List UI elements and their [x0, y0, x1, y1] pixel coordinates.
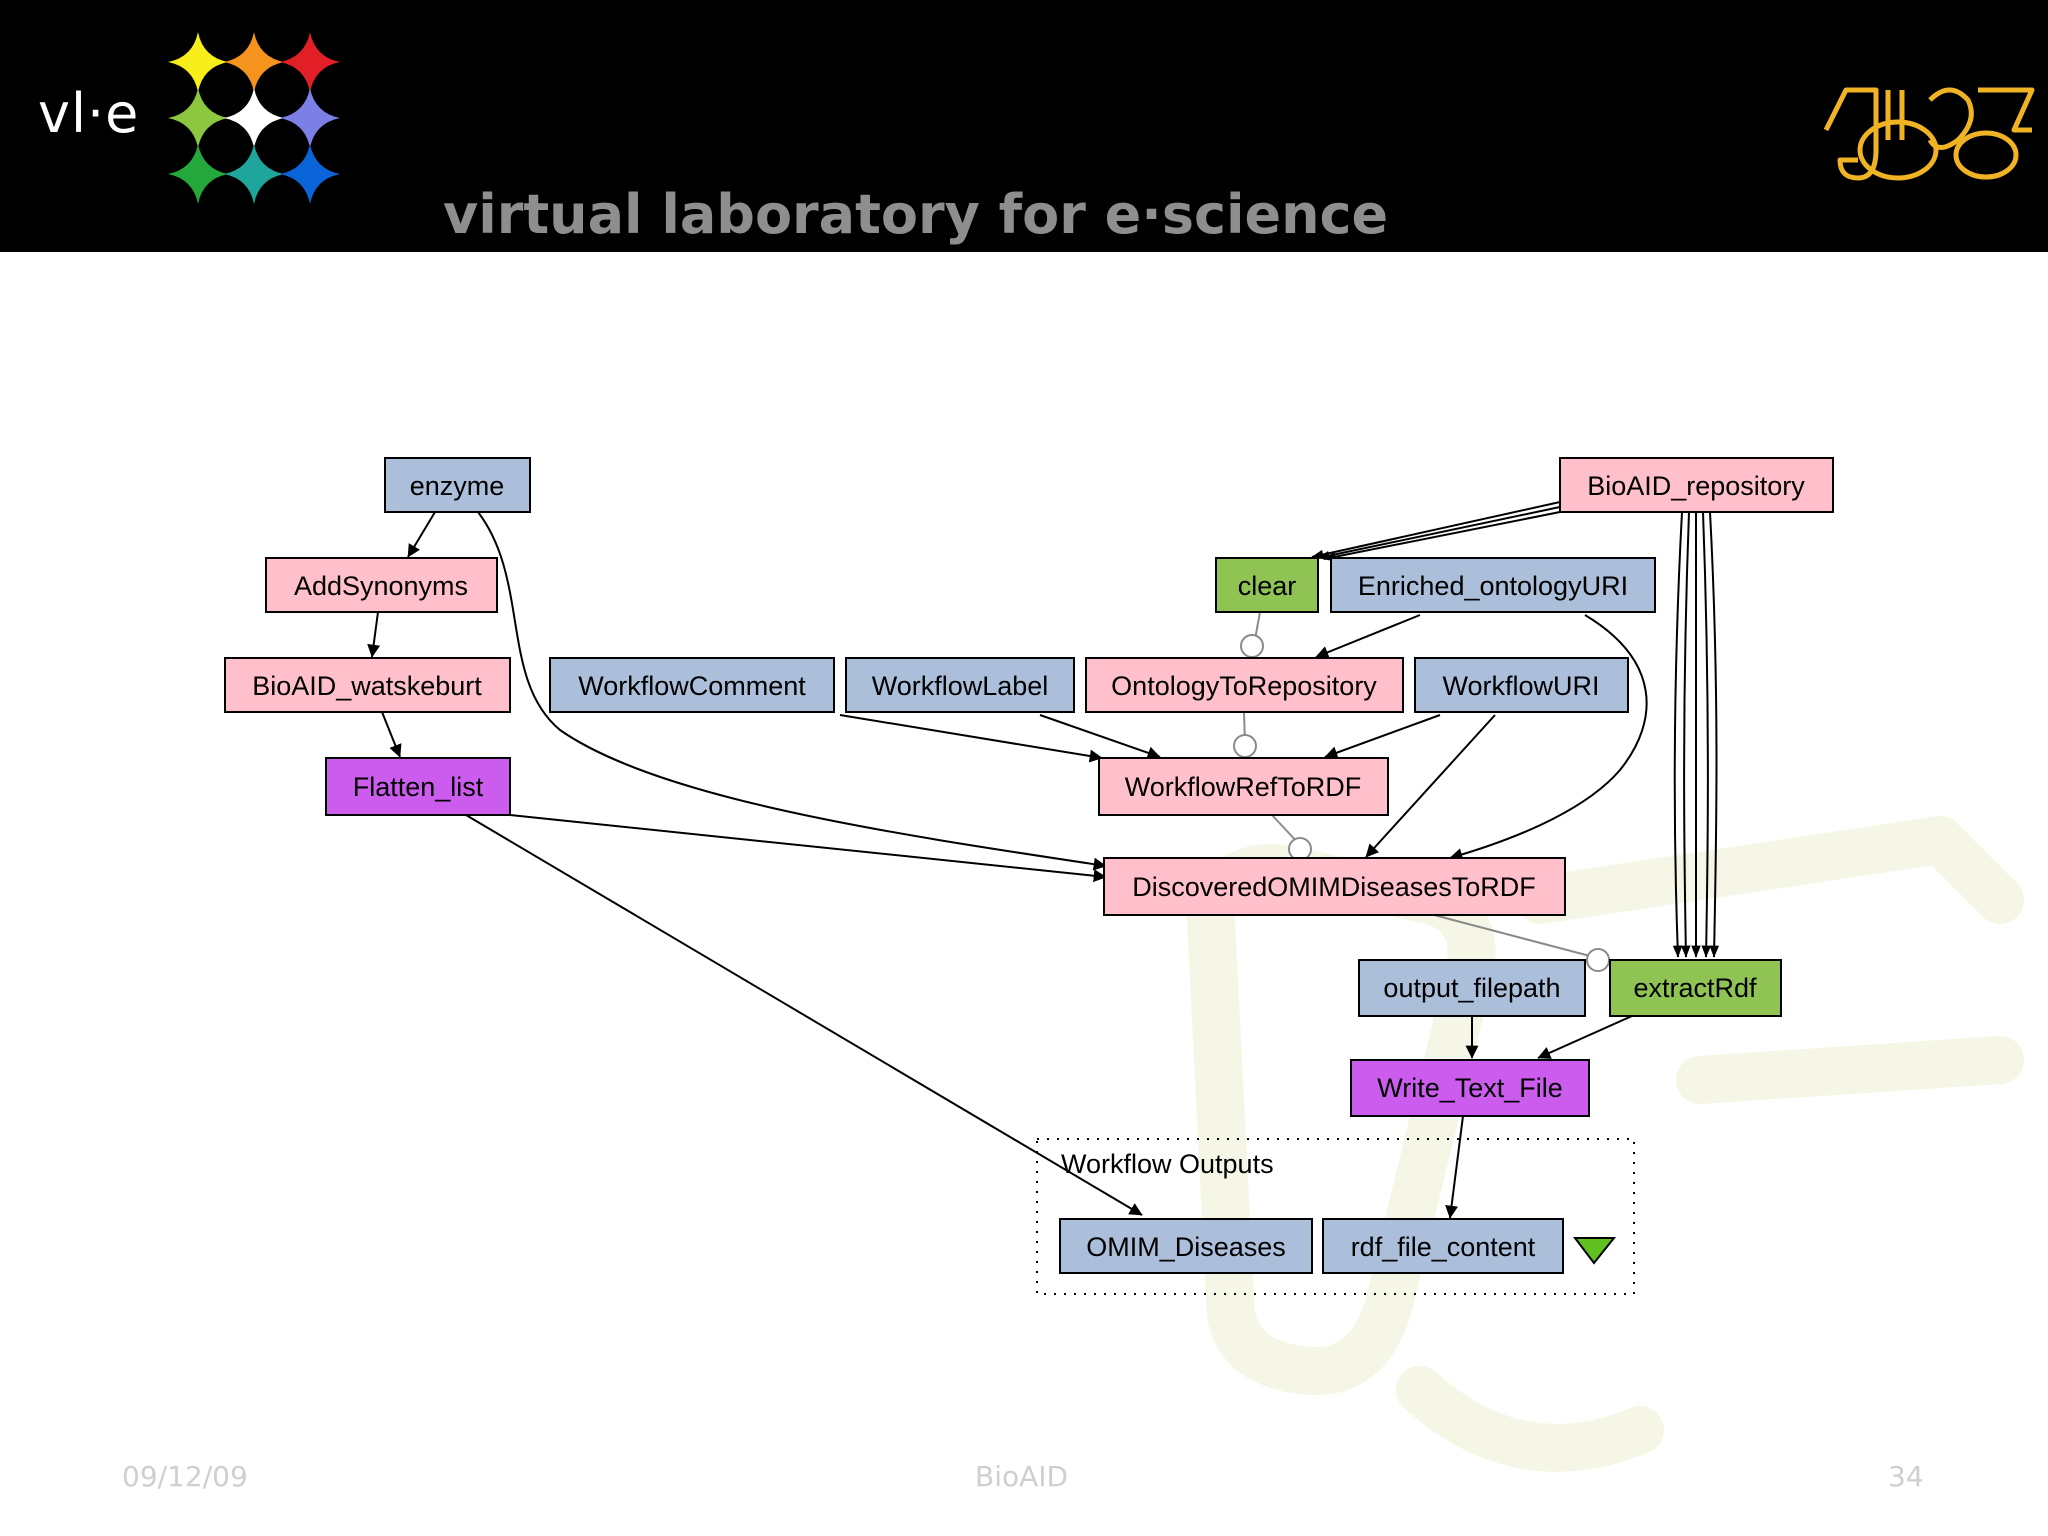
control-port-extract — [1586, 948, 1610, 972]
node-discovered-omim-label: DiscoveredOMIMDiseasesToRDF — [1132, 872, 1536, 902]
node-discovered-omim-diseases-to-rdf[interactable]: DiscoveredOMIMDiseasesToRDF — [1103, 857, 1566, 916]
edge-repository-extract-4 — [1701, 511, 1712, 958]
node-ontology-to-repository-label: OntologyToRepository — [1111, 671, 1377, 701]
workflow-outputs-group — [1036, 1138, 1635, 1295]
workflow-outputs-label: Workflow Outputs — [1061, 1149, 1274, 1179]
node-rdf-file-content[interactable]: rdf_file_content — [1322, 1218, 1564, 1274]
node-workflow-uri-label: WorkflowURI — [1442, 671, 1599, 701]
edge-wfuri-discovered — [1365, 714, 1496, 858]
node-write-text-file[interactable]: Write_Text_File — [1350, 1059, 1590, 1117]
edge-enzyme-discovered — [477, 511, 1107, 871]
control-port-ontology — [1240, 634, 1264, 658]
node-omim-diseases-label: OMIM_Diseases — [1086, 1232, 1286, 1262]
edge-repository-clear-3 — [1323, 511, 1561, 562]
edge-addsynonyms-watskeburt — [367, 611, 381, 658]
vle-tagline: virtual laboratory for e·science — [443, 183, 1389, 246]
vle-brand-text: vl·e — [38, 82, 140, 145]
node-workflow-comment-label: WorkflowComment — [578, 671, 806, 701]
edge-enzyme-addsynonyms — [407, 511, 436, 558]
footer-title: BioAID — [975, 1460, 1069, 1493]
slide-header: vl·e virtual laboratory for e·science — [0, 0, 2048, 252]
edge-wfuri-wfref — [1324, 714, 1441, 759]
node-ontology-to-repository[interactable]: OntologyToRepository — [1085, 657, 1404, 713]
node-enriched-ontology-uri[interactable]: Enriched_ontologyURI — [1330, 557, 1656, 613]
edge-repository-clear-1 — [1311, 501, 1561, 560]
node-extract-rdf[interactable]: extractRdf — [1609, 959, 1782, 1017]
edge-comment-wfref — [839, 714, 1103, 763]
node-add-synonyms-label: AddSynonyms — [294, 571, 468, 601]
node-output-filepath-label: output_filepath — [1383, 973, 1560, 1003]
edge-repository-extract-1 — [1672, 511, 1683, 958]
node-omim-diseases[interactable]: OMIM_Diseases — [1059, 1218, 1313, 1274]
node-clear[interactable]: clear — [1215, 557, 1319, 613]
node-bioaid-repository[interactable]: BioAID_repository — [1559, 457, 1834, 513]
node-output-filepath[interactable]: output_filepath — [1358, 959, 1586, 1017]
edge-label-wfref — [1039, 714, 1161, 760]
node-flatten-list[interactable]: Flatten_list — [325, 757, 511, 816]
node-bioaid-repository-label: BioAID_repository — [1587, 471, 1805, 501]
node-workflow-ref-to-rdf[interactable]: WorkflowRefToRDF — [1098, 757, 1389, 816]
node-flatten-list-label: Flatten_list — [353, 772, 484, 802]
edge-extract-write — [1537, 1015, 1633, 1059]
edge-flatten-omim — [465, 814, 1143, 1216]
node-rdf-file-content-label: rdf_file_content — [1351, 1232, 1536, 1262]
edge-enriched-discovered — [1449, 614, 1648, 861]
bioaid-logo — [1823, 87, 2035, 181]
footer-page-number: 34 — [1888, 1460, 1924, 1493]
footer-date: 09/12/09 — [122, 1460, 248, 1493]
node-enzyme[interactable]: enzyme — [384, 457, 531, 513]
node-workflow-ref-to-rdf-label: WorkflowRefToRDF — [1125, 772, 1362, 802]
control-port-wfref — [1233, 734, 1257, 758]
node-enriched-ontology-uri-label: Enriched_ontologyURI — [1358, 571, 1628, 601]
node-workflow-label[interactable]: WorkflowLabel — [845, 657, 1075, 713]
node-workflow-comment[interactable]: WorkflowComment — [549, 657, 835, 713]
node-clear-label: clear — [1238, 571, 1297, 601]
edge-write-rdfcontent — [1445, 1115, 1464, 1219]
edge-enriched-ontology — [1315, 614, 1421, 659]
edge-repository-extract-5 — [1709, 511, 1720, 958]
control-port-discovered — [1288, 837, 1312, 861]
node-extract-rdf-label: extractRdf — [1633, 973, 1757, 1003]
edge-watskeburt-flatten — [381, 711, 402, 758]
output-marker-icon — [1572, 1237, 1617, 1265]
node-write-text-file-label: Write_Text_File — [1377, 1073, 1563, 1103]
edge-repository-extract-2 — [1680, 511, 1691, 958]
node-bioaid-watskeburt-label: BioAID_watskeburt — [252, 671, 482, 701]
node-enzyme-label: enzyme — [410, 471, 505, 501]
edge-repository-clear-2 — [1317, 506, 1561, 561]
node-add-synonyms[interactable]: AddSynonyms — [265, 557, 498, 613]
control-discovered-extract — [1433, 914, 1591, 957]
edge-flatten-discovered — [509, 814, 1107, 883]
node-workflow-label-label: WorkflowLabel — [872, 671, 1049, 701]
node-bioaid-watskeburt[interactable]: BioAID_watskeburt — [224, 657, 511, 713]
node-workflow-uri[interactable]: WorkflowURI — [1414, 657, 1629, 713]
